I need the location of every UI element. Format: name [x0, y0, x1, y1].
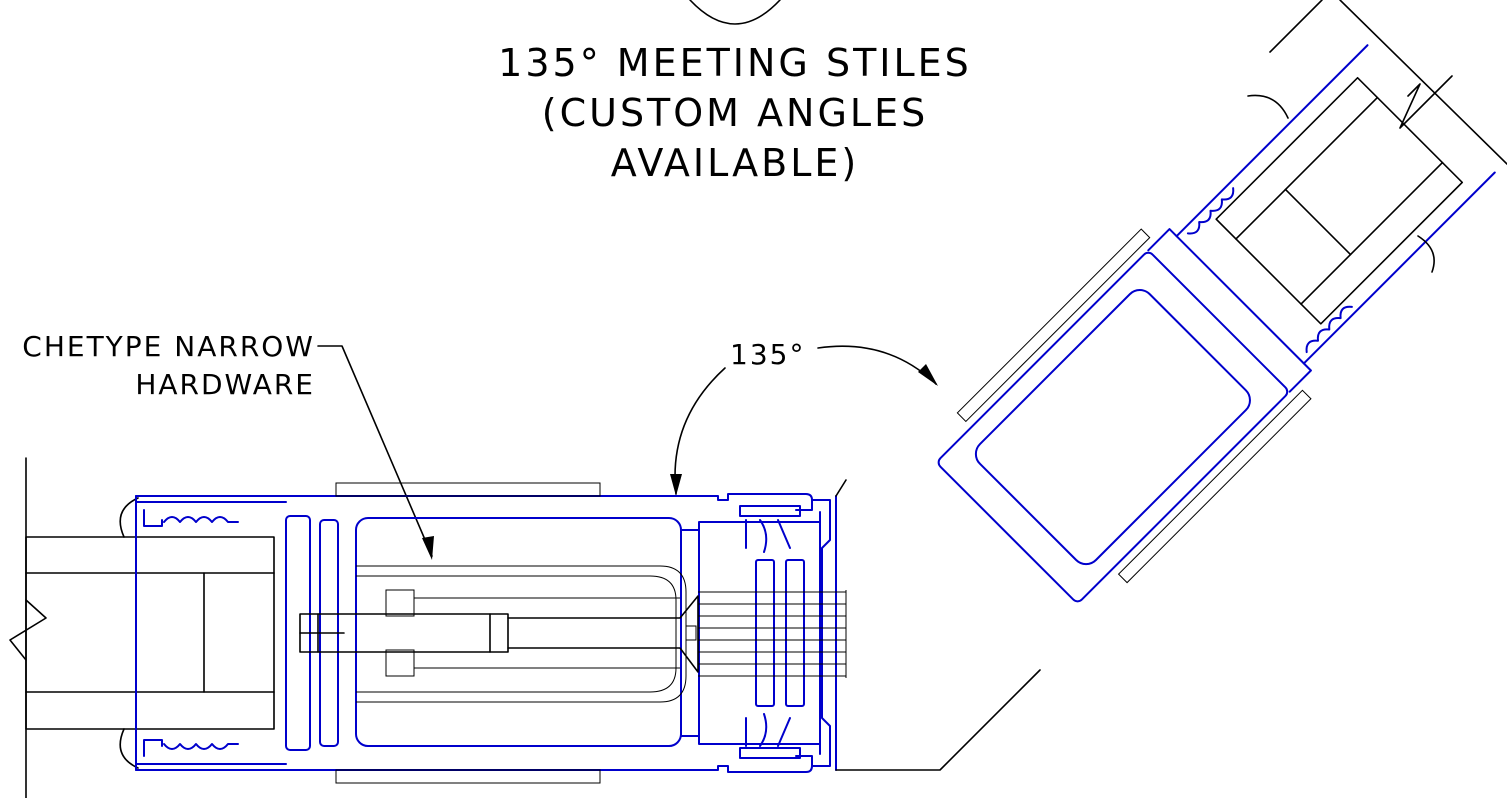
angle-arc-left	[674, 367, 726, 495]
detail-bubble	[689, 0, 781, 25]
angle-arrow-right	[918, 364, 938, 386]
title-line-3: AVAILABLE)	[611, 141, 859, 185]
right-stile-profile	[937, 44, 1496, 603]
angle-arrow-left	[670, 474, 682, 496]
hardware-leader-line	[317, 345, 433, 557]
right-door-panel	[1215, 76, 1464, 325]
hardware-label-line-1: CHETYPE NARROW	[22, 330, 315, 363]
weatherstrip-tabs	[335, 482, 601, 784]
left-stile-profile	[135, 493, 837, 773]
right-panel-edge	[1247, 0, 1507, 273]
left-door-panel	[9, 457, 275, 798]
hardware-label-line-2: HARDWARE	[135, 368, 315, 401]
narrow-hardware	[299, 565, 847, 703]
title-line-2: (CUSTOM ANGLES	[542, 91, 928, 135]
title-line-1: 135° MEETING STILES	[498, 41, 972, 85]
angled-mullion-body	[835, 479, 1041, 771]
angle-label: 135°	[730, 338, 805, 371]
hardware-leader-arrow	[422, 536, 434, 560]
angle-arc-right	[817, 345, 937, 385]
